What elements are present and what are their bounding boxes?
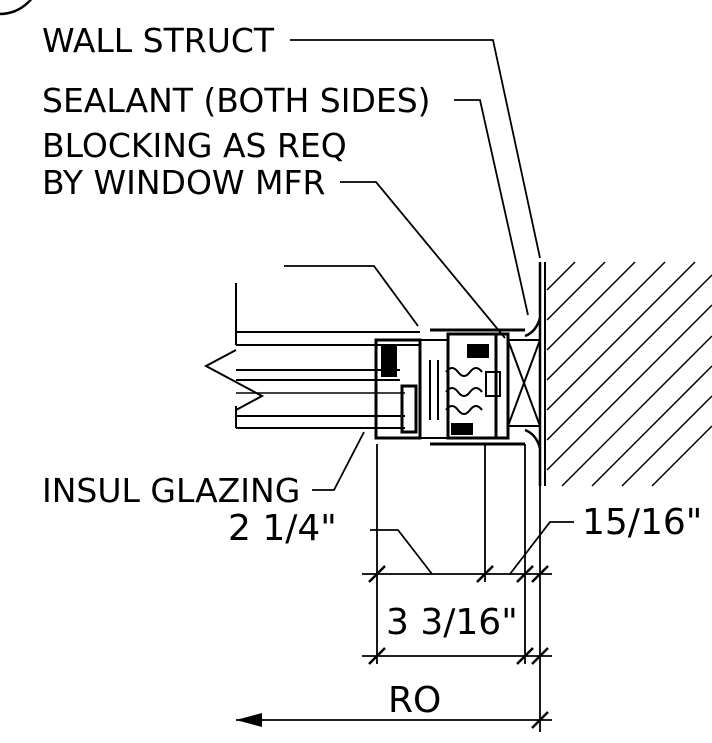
wall-hatch	[546, 261, 712, 487]
detail-bubble	[0, 0, 32, 16]
leader-glazing-top	[284, 265, 419, 327]
label-sealant: SEALANT (BOTH SIDES)	[42, 81, 431, 120]
sealant-beads	[524, 317, 542, 449]
dim-overall: 3 3/16"	[386, 602, 518, 643]
dimension-extension-lines	[376, 444, 541, 732]
label-wall-struct: WALL STRUCT	[42, 21, 275, 60]
dim-frame-depth: 2 1/4"	[228, 508, 337, 549]
leader-wall-struct	[290, 39, 541, 259]
leader-blocking	[340, 181, 506, 339]
dimension-lines	[236, 565, 552, 729]
leader-2-1-4	[370, 529, 433, 575]
leader-insul-glazing	[312, 431, 365, 491]
leader-lines	[284, 39, 574, 575]
ro-arrowhead	[236, 713, 262, 727]
leader-sealant	[454, 99, 529, 316]
wall-structure	[538, 261, 712, 487]
label-blocking-line1: BLOCKING AS REQ	[42, 126, 347, 165]
leader-15-16	[509, 521, 574, 575]
dim-rough-opening: RO	[388, 680, 441, 721]
label-blocking-line2: BY WINDOW MFR	[42, 163, 325, 202]
blocking	[507, 339, 541, 427]
window-frame-profile	[374, 328, 525, 446]
label-insul-glazing: INSUL GLAZING	[42, 471, 300, 510]
dim-gap: 15/16"	[582, 502, 702, 543]
